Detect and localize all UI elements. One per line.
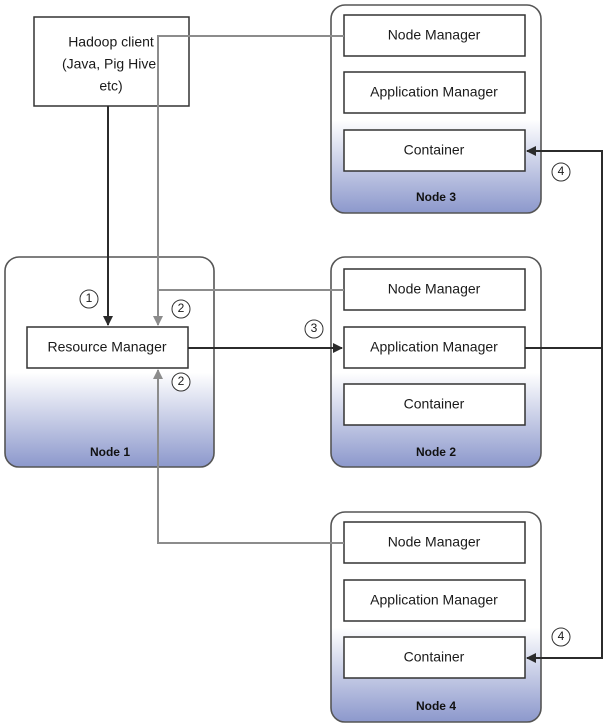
step-marker-4-top: 4	[551, 162, 571, 182]
step-marker-3: 3	[304, 319, 324, 339]
node-2-application-manager-box	[343, 326, 526, 369]
node-3-application-manager-box	[343, 71, 526, 114]
node-4-node-manager-label: Node Manager	[388, 534, 481, 550]
node-4-container-label: Container	[404, 649, 465, 665]
node-3-heartbeat-arrow	[153, 35, 344, 326]
node-2-node-manager-box	[343, 268, 526, 311]
step-4-top-circle	[551, 162, 571, 182]
resource-manager: Resource Manager	[26, 326, 189, 369]
node-2-container-label: Container	[404, 396, 465, 412]
step-2-bottom-text: 2	[178, 374, 185, 388]
node-1-label: Node 1	[90, 445, 130, 459]
step-1-circle	[79, 289, 99, 309]
hadoop-client-box	[33, 16, 190, 107]
step-marker-4-bottom: 4	[551, 627, 571, 647]
node-3-label: Node 3	[416, 190, 456, 204]
hadoop-client: Hadoop client (Java, Pig Hive, etc)	[33, 16, 190, 107]
node-3-container-box	[343, 129, 526, 172]
step-4-bottom-circle	[551, 627, 571, 647]
node-2-node-manager-label: Node Manager	[388, 281, 481, 297]
step-3-text: 3	[311, 321, 318, 335]
application-manager-to-node-3-container-arrow	[525, 146, 603, 349]
node-2-label: Node 2	[416, 445, 456, 459]
step-4-bottom-text: 4	[558, 629, 565, 643]
step-4-top-text: 4	[558, 164, 565, 178]
step-3-circle	[304, 319, 324, 339]
step-marker-2-bottom: 2	[171, 372, 191, 392]
resource-manager-label: Resource Manager	[47, 339, 166, 355]
node-4-container-box	[343, 636, 526, 679]
step-2-top-circle	[171, 299, 191, 319]
node-3-container-label: Container	[404, 142, 465, 158]
node-2-container-box	[343, 383, 526, 426]
hadoop-client-line-3: etc)	[99, 78, 122, 94]
node-4-label: Node 4	[416, 699, 456, 713]
node-4-node-manager-box	[343, 521, 526, 564]
step-1-text: 1	[86, 291, 93, 305]
node-4-components: Node Manager Application Manager Contain…	[343, 521, 526, 679]
node-3-components: Node Manager Application Manager Contain…	[343, 14, 526, 172]
node-4-heartbeat-arrow	[153, 369, 344, 544]
hadoop-client-line-2: (Java, Pig Hive,	[62, 56, 160, 72]
node-3-node-manager-label: Node Manager	[388, 27, 481, 43]
node-4-application-manager-box	[343, 579, 526, 622]
node-2-application-manager-label: Application Manager	[370, 339, 498, 355]
node-4-application-manager-label: Application Manager	[370, 592, 498, 608]
application-manager-to-node-4-container-arrow	[526, 348, 603, 663]
step-2-top-text: 2	[178, 301, 185, 315]
step-2-bottom-circle	[171, 372, 191, 392]
step-marker-2-top: 2	[171, 299, 191, 319]
node-3-application-manager-label: Application Manager	[370, 84, 498, 100]
resource-manager-box	[26, 326, 189, 369]
hadoop-client-line-1: Hadoop client	[68, 34, 154, 50]
step-marker-1: 1	[79, 289, 99, 309]
node-2-components: Node Manager Application Manager Contain…	[343, 268, 526, 426]
